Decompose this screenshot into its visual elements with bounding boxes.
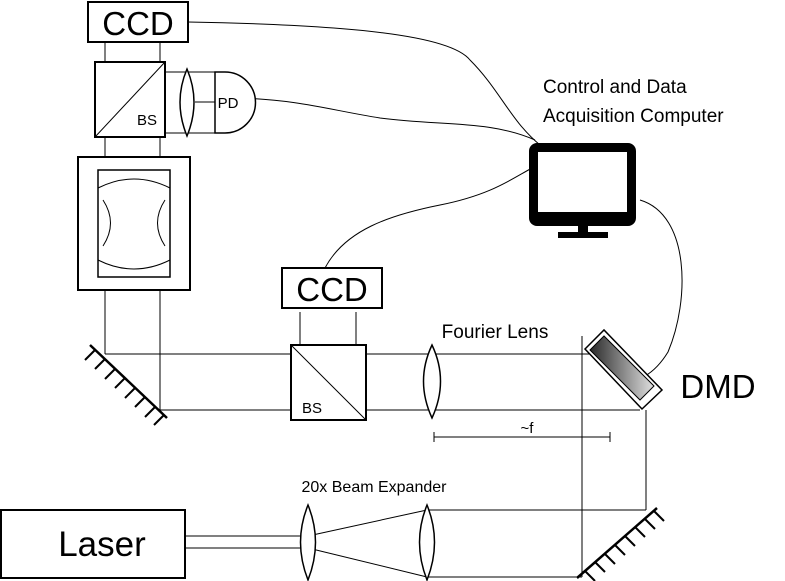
dmd-label: DMD (680, 368, 755, 405)
bs-top-label: BS (137, 112, 157, 129)
fourier-lens-label: Fourier Lens (442, 322, 549, 343)
photodiode: PD (195, 71, 257, 134)
ccd-mid-label: CCD (296, 271, 368, 308)
beam-expander-label: 20x Beam Expander (302, 479, 448, 496)
dmd: DMD (583, 328, 756, 411)
computer-label-line2: Acquisition Computer (543, 106, 724, 127)
folding-mirror-bottom (576, 507, 665, 581)
beam-splitter-mid: BS (290, 344, 367, 421)
laser: Laser (0, 509, 186, 579)
computer-cables (187, 21, 683, 377)
folding-mirror-left (84, 344, 168, 426)
ccd-camera-top: CCD (87, 1, 189, 43)
beam-expander: 20x Beam Expander (299, 479, 448, 581)
fourier-lens: Fourier Lens (422, 322, 549, 420)
focal-distance-label: ~f (521, 420, 535, 437)
computer-monitor: Control and Data Acquisition Computer (529, 77, 724, 238)
pd-label: PD (218, 95, 239, 112)
computer-label-line1: Control and Data (543, 77, 687, 98)
ccd-camera-mid: CCD (281, 267, 383, 309)
focal-distance-ruler: ~f (433, 420, 611, 442)
imaging-telescope (77, 156, 191, 291)
beam-splitter-top: BS (94, 61, 166, 138)
photodiode-lens (179, 67, 195, 138)
bs-mid-label: BS (302, 400, 322, 417)
laser-label: Laser (58, 525, 146, 564)
ccd-top-label: CCD (102, 5, 174, 42)
